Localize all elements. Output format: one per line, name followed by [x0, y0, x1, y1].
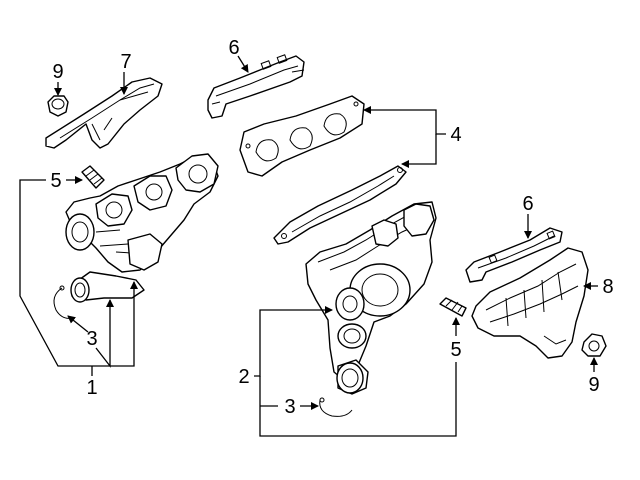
bracket-part-6-top	[207, 54, 305, 119]
callout-3-left: 3	[86, 328, 97, 350]
callout-2: 2	[238, 366, 249, 388]
callout-7: 7	[120, 51, 131, 73]
callout-8: 8	[602, 276, 613, 298]
clamp-part-3-left	[53, 285, 73, 319]
turbo-manifold-assembly-part-2	[305, 201, 437, 395]
gasket-part-4-upper	[239, 95, 365, 177]
heat-shield-part-7	[45, 77, 163, 149]
callout-9-bottom: 9	[588, 374, 599, 396]
callout-6-right: 6	[522, 193, 533, 215]
callout-6-top: 6	[228, 37, 239, 59]
callout-5-left: 5	[50, 170, 61, 192]
callout-5-right: 5	[450, 339, 461, 361]
callout-3-right: 3	[284, 396, 295, 418]
callout-9-top: 9	[52, 61, 63, 83]
stud-part-5-right	[439, 297, 467, 317]
gasket-part-4-lower	[273, 165, 407, 245]
turbo-manifold-assembly-part-1	[65, 153, 219, 303]
heat-shield-part-8	[471, 247, 589, 359]
callout-4: 4	[450, 124, 461, 146]
stud-part-5-left	[81, 165, 105, 189]
bracket-part-6-right	[465, 227, 563, 283]
clamp-part-3-right	[319, 397, 353, 417]
nut-part-9-bottom	[581, 333, 607, 357]
leader-lines	[19, 55, 598, 437]
callout-1: 1	[86, 377, 97, 399]
nut-part-9-top	[47, 95, 69, 117]
